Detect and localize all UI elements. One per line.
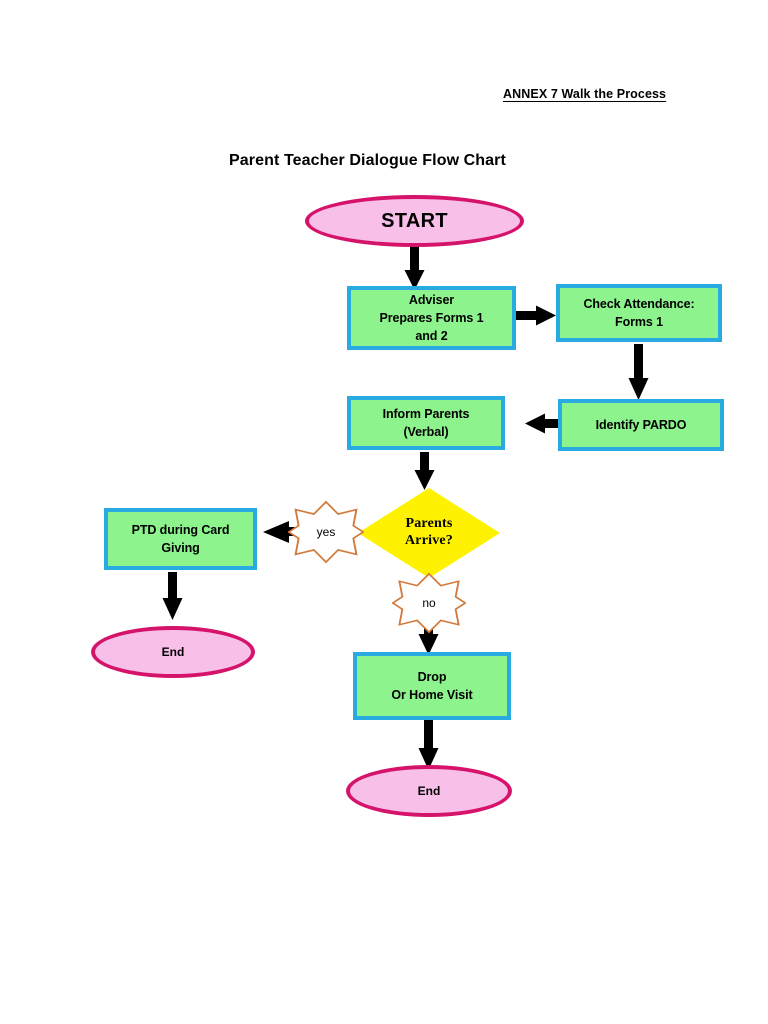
node-inform-label: Inform Parents (Verbal)	[383, 405, 470, 441]
node-inform-parents[interactable]: Inform Parents (Verbal)	[347, 396, 505, 450]
node-end-bottom-label: End	[417, 784, 441, 798]
node-decision-line-1: Parents	[405, 516, 453, 532]
page-title: Parent Teacher Dialogue Flow Chart	[229, 152, 506, 169]
node-ptd-line-2: Giving	[161, 541, 200, 555]
arrow-adviser-to-check	[516, 305, 556, 326]
node-identify-line-1: Identify PARDO	[595, 417, 687, 432]
node-inform-line-2: (Verbal)	[403, 425, 449, 439]
node-decision-parents-arrive[interactable]: Parents Arrive?	[358, 488, 500, 578]
node-drop-line-1: Drop	[417, 669, 447, 684]
node-check-line-1: Check Attendance:	[583, 296, 695, 311]
node-ptd-card-giving[interactable]: PTD during Card Giving	[104, 508, 257, 570]
node-inform-line-1: Inform Parents	[382, 406, 470, 421]
node-adviser-line-2: Prepares Forms 1	[379, 310, 484, 325]
node-end-left-label: End	[161, 645, 185, 659]
starburst-icon	[391, 572, 467, 634]
starburst-icon	[287, 500, 365, 564]
node-drop-line-2: Or Home Visit	[391, 688, 473, 702]
node-adviser-line-3: and 2	[415, 329, 448, 344]
node-identify-pardo[interactable]: Identify PARDO	[558, 399, 724, 451]
node-end-left[interactable]: End	[91, 626, 255, 678]
node-adviser-prepares-forms[interactable]: Adviser Prepares Forms 1 and 2	[347, 286, 516, 350]
node-start[interactable]: START	[305, 195, 524, 247]
edge-label-no[interactable]: no	[391, 572, 467, 634]
edge-label-yes[interactable]: yes	[287, 500, 365, 564]
node-check-attendance[interactable]: Check Attendance: Forms 1	[556, 284, 722, 342]
arrow-inform-to-decision	[414, 452, 435, 490]
arrow-drop-to-end-bottom	[418, 718, 439, 770]
arrow-start-to-adviser	[404, 242, 425, 290]
node-check-label: Check Attendance: Forms 1	[583, 295, 694, 331]
arrow-identify-to-inform	[525, 413, 562, 434]
node-identify-label: Identify PARDO	[596, 416, 687, 434]
arrow-check-to-identify	[628, 344, 649, 400]
node-start-label: START	[381, 209, 448, 232]
node-drop-label: Drop Or Home Visit	[391, 668, 472, 704]
node-ptd-label: PTD during Card Giving	[132, 521, 230, 557]
node-adviser-label: Adviser Prepares Forms 1 and 2	[379, 291, 483, 345]
node-drop-or-home-visit[interactable]: Drop Or Home Visit	[353, 652, 511, 720]
node-ptd-line-1: PTD during Card	[131, 522, 230, 537]
node-decision-label: Parents Arrive?	[405, 516, 453, 550]
node-check-line-2: Forms 1	[615, 315, 663, 329]
edge-label-yes-text: yes	[316, 525, 336, 539]
node-adviser-line-1: Adviser	[408, 292, 455, 307]
annex-header: ANNEX 7 Walk the Process	[503, 87, 667, 101]
arrow-ptd-to-end-left	[162, 572, 183, 620]
node-end-bottom[interactable]: End	[346, 765, 512, 817]
edge-label-no-text: no	[422, 596, 436, 610]
node-decision-line-2: Arrive?	[404, 533, 454, 548]
